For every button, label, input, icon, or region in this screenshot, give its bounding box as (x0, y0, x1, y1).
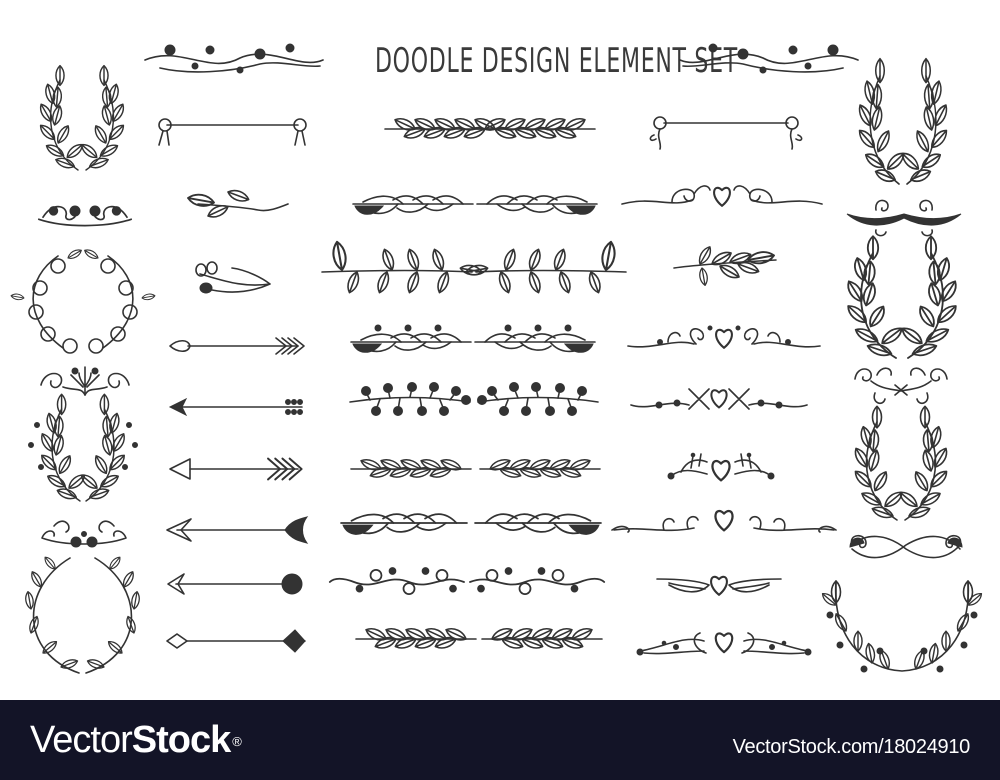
round-laurel-wreath-icon (15, 553, 150, 678)
heart-fan-divider-icon (636, 626, 812, 660)
leaf-sprig-icon (672, 240, 780, 288)
winged-heart-icon (655, 572, 783, 602)
open-triangle-arrow-icon (168, 455, 308, 483)
leaf-row-divider-icon (348, 622, 610, 656)
olive-branch-wreath-icon (819, 575, 985, 675)
heart-tip-arrow-icon (168, 335, 308, 357)
logo-bold-text: Stock (131, 719, 231, 761)
triangle-arrow-icon (168, 396, 308, 418)
heart-swirl-divider-icon (620, 180, 825, 212)
logo-regular-text: Vector (30, 719, 133, 761)
floral-flourish-icon (678, 40, 863, 80)
barbed-arrow-icon (166, 570, 306, 598)
ribbon-bar-icon (155, 115, 310, 155)
berry-branch-divider-icon (340, 378, 608, 426)
ribbon-bar-icon (642, 115, 807, 155)
heart-crown-divider-icon (667, 450, 775, 486)
page-title: DOODLE DESIGN ELEMENT SET (375, 41, 738, 81)
registered-mark: ® (232, 734, 242, 749)
diamond-arrow-icon (163, 628, 309, 654)
floral-flourish-icon (140, 40, 325, 80)
bud-sprig-icon (192, 260, 274, 298)
watermark-footer: VectorStock® VectorStock.com/18024910 (0, 700, 1000, 780)
berry-leaf-divider-icon (325, 112, 625, 146)
leaf-sprig-icon (186, 186, 290, 224)
heart-curl-divider-icon (625, 322, 823, 354)
image-url-text: VectorStock.com/18024910 (732, 736, 971, 758)
vectorstock-logo: VectorStock® (30, 719, 242, 761)
laurel-wreath-icon (843, 72, 963, 184)
dotted-swirl-divider-icon (338, 324, 608, 358)
feather-leaf-divider-icon (335, 503, 607, 543)
oak-leaf-wreath-icon (840, 420, 962, 520)
fern-divider-icon (343, 453, 608, 485)
infinity-swirl-icon (846, 530, 966, 564)
wing-swirl-divider-icon (845, 195, 963, 237)
leaf-laurel-icon (20, 72, 145, 172)
flower-wreath-icon (10, 247, 156, 356)
curl-divider-icon (322, 562, 610, 598)
heart-long-swirl-divider-icon (608, 505, 840, 539)
dotted-laurel-icon (18, 405, 148, 503)
swirl-dots-divider-icon (38, 514, 130, 550)
heart-x-divider-icon (628, 384, 810, 414)
feather-wreath-icon (828, 250, 976, 358)
big-leaf-vine-divider-icon (315, 236, 633, 308)
design-canvas: DOODLE DESIGN ELEMENT SET (10, 40, 985, 678)
chevron-arrow-icon (165, 515, 310, 545)
crown-swirl-icon (35, 364, 135, 398)
bow-swirl-icon (852, 362, 950, 408)
feather-divider-icon (330, 186, 620, 222)
scroll-divider-icon (35, 198, 135, 228)
